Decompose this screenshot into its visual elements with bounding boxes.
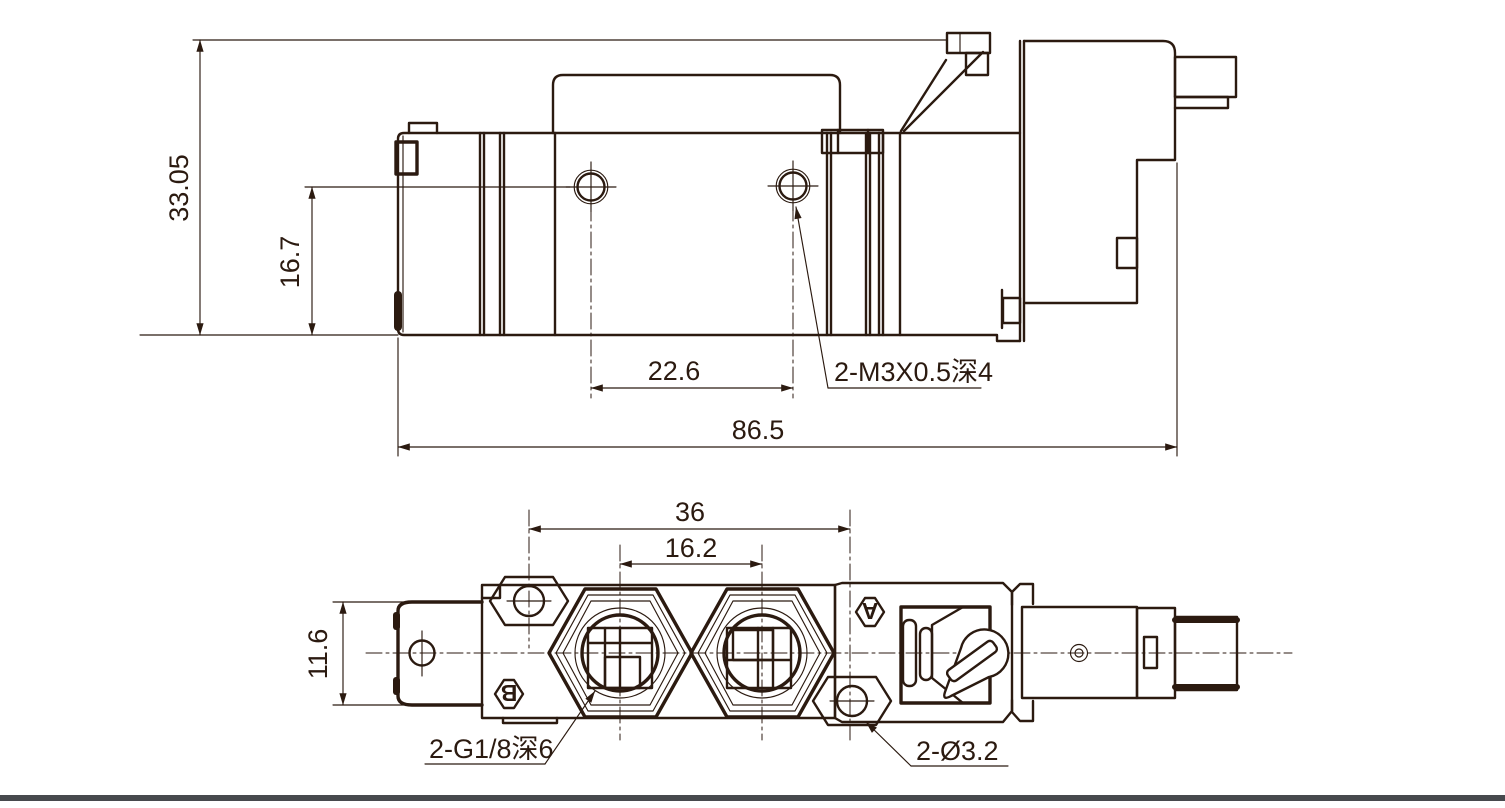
port-marker-a: A (854, 596, 886, 628)
strip-bottom-notch (501, 716, 559, 725)
dim-mount-spacing: 36 (528, 497, 851, 741)
mount-hole-left (565, 161, 617, 213)
solenoid-face-lines (1018, 39, 1026, 343)
terminal-tab (964, 51, 990, 77)
dimension-value: 22.6 (648, 356, 701, 386)
manual-override-slot (945, 639, 999, 683)
coil-screw-outer (1069, 643, 1089, 663)
callout-port-thread: 2-G1/8深6 (424, 690, 596, 765)
extension-lines (139, 39, 948, 336)
bottom-view: B A (303, 497, 1293, 767)
connector-slot (1142, 635, 1159, 670)
left-seal-strip (394, 291, 402, 331)
top-cap (551, 73, 842, 135)
port-boss-a (689, 587, 836, 719)
port-window-inner (603, 655, 642, 690)
dimension-value: 16.7 (275, 236, 305, 289)
hole-crosshair (767, 160, 819, 212)
extension-lines (397, 162, 1178, 457)
marker-letter: A (862, 598, 879, 624)
dimension-value: 33.05 (164, 154, 194, 222)
callout-text: 2-G1/8深6 (429, 734, 554, 764)
body-section-lines (478, 131, 902, 337)
end-cap-bump-top (393, 612, 400, 630)
vent-slot-1 (901, 618, 918, 688)
end-plug-thick-edges (1172, 617, 1240, 690)
dim-port-center-height: 16.7 (275, 186, 571, 336)
extension-centerlines (590, 204, 794, 399)
footer-rule (0, 795, 1505, 801)
mount-hole-right (767, 160, 819, 212)
callout-mount-thread: 2-M3X0.5深4 (794, 206, 993, 389)
callout-text: 2-Ø3.2 (916, 736, 999, 766)
marker-hexagon (854, 596, 886, 628)
solenoid-outline (1022, 39, 1177, 305)
dim-overall-height: 33.05 (139, 39, 948, 336)
boss-hexagon (811, 675, 893, 727)
leader-line (794, 206, 829, 389)
terminal-pointer-lines (899, 50, 985, 133)
end-cap-bump-bottom (393, 677, 400, 695)
port-hex-ring2 (697, 594, 828, 712)
cable-connector-plate (1173, 95, 1230, 110)
terminal-block (945, 31, 992, 55)
solenoid-foot-pad (1001, 296, 1022, 325)
extension-centerlines (528, 509, 851, 741)
port-marker-b: B (493, 678, 525, 710)
mount-boss-bottom (811, 675, 893, 727)
vent-slot-2 (918, 626, 934, 682)
marker-letter: B (501, 680, 518, 706)
left-side-tab (394, 140, 419, 176)
dimension-value: 16.2 (665, 533, 718, 563)
dim-end-cap-height: 11.6 (303, 601, 405, 706)
clamp-dividers (836, 128, 870, 155)
boss-hexagon (488, 575, 570, 627)
clamp-block (820, 128, 885, 155)
dimension-value: 86.5 (732, 415, 785, 445)
adapter-corner-tab-bottom (1010, 698, 1035, 723)
port-hex-ring3 (562, 600, 679, 706)
port-window-inner (731, 628, 775, 662)
port-hex-ring2 (555, 594, 686, 712)
top-left-tab (407, 121, 439, 135)
dimension-value: 11.6 (303, 629, 333, 680)
leader-line (865, 721, 912, 767)
dimension-value: 36 (675, 497, 705, 527)
marker-hexagon (493, 678, 525, 710)
leader-line (544, 690, 596, 765)
extension-centerlines (619, 544, 763, 741)
valve-body-outline (396, 131, 1022, 343)
callout-text: 2-M3X0.5深4 (834, 357, 993, 387)
solenoid-side-rib (1115, 236, 1139, 270)
side-view: 33.05 16.7 22.6 2-M3X0.5深4 86.5 (139, 31, 1238, 457)
coil-screw-inner (1074, 648, 1084, 658)
callout-through-holes: 2-Ø3.2 (865, 721, 1009, 767)
dim-overall-length: 86.5 (397, 162, 1178, 457)
hole-crosshair (565, 161, 617, 213)
end-cap (396, 600, 484, 707)
cable-connector (1173, 55, 1238, 99)
adapter-corner-tab-top (1010, 582, 1035, 607)
dim-hole-spacing: 22.6 (590, 204, 794, 399)
port-hex-ring3 (704, 600, 821, 706)
dim-port-spacing: 16.2 (619, 533, 763, 741)
strip-top-notch (480, 583, 502, 600)
